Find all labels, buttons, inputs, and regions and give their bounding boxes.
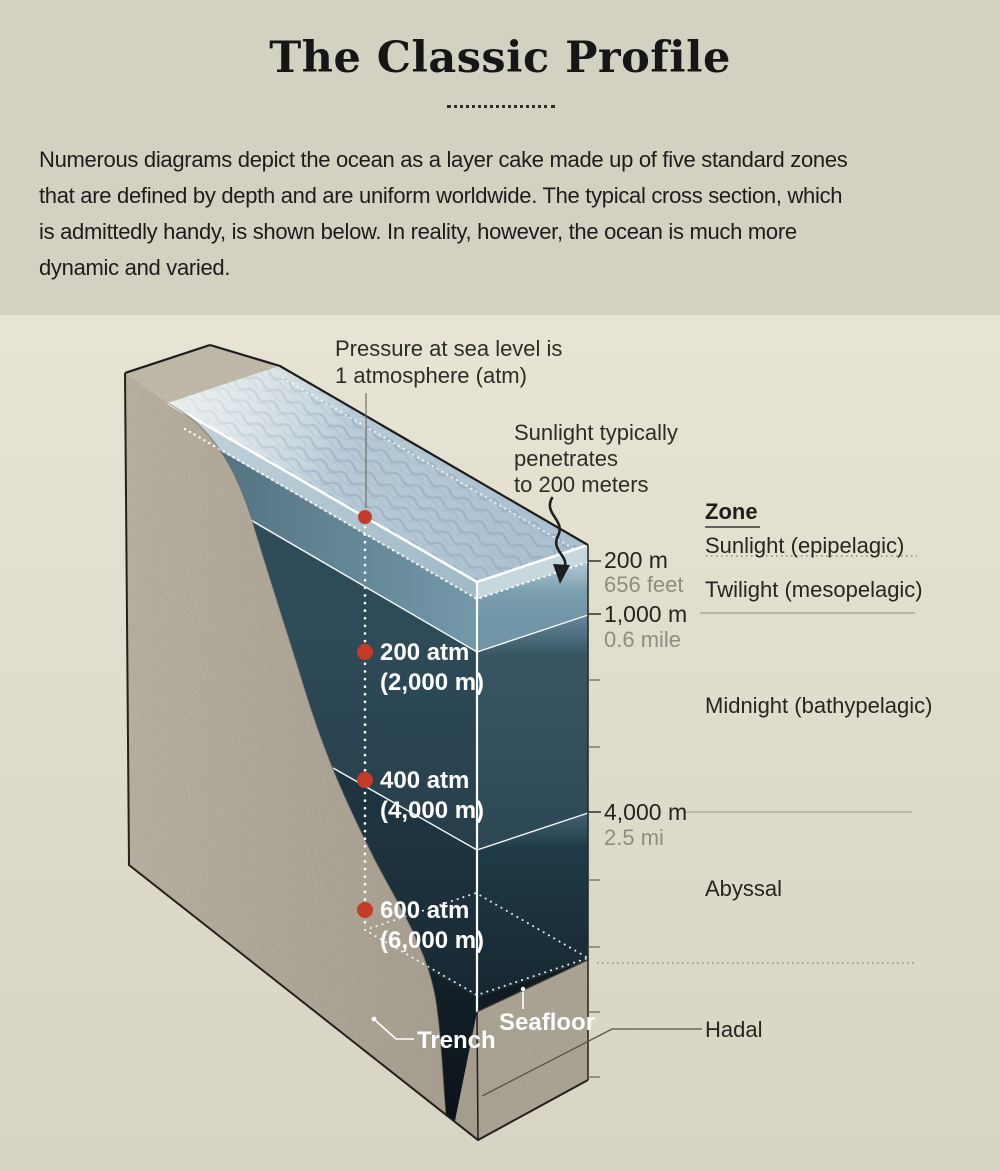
seafloor-label: Seafloor <box>499 1009 595 1036</box>
shore-glare <box>168 366 588 582</box>
depth-scale-labels: 200 m 656 feet 1,000 m 0.6 mile 4,000 m … <box>604 547 687 850</box>
intro-line: that are defined by depth and are unifor… <box>39 183 843 208</box>
trench-leader <box>375 1020 414 1040</box>
depth-imperial: 2.5 mi <box>604 825 664 850</box>
pressure-label-depth: (2,000 m) <box>380 669 484 696</box>
wavy-arrow <box>548 496 567 572</box>
zone-column: Zone Sunlight (epipelagic) Twilight (mes… <box>705 499 932 1042</box>
page-title: The Classic Profile <box>269 33 731 83</box>
sea-level-marker-dot <box>358 510 372 524</box>
depth-metric: 200 m <box>604 547 668 573</box>
sunlight-note-line3: to 200 meters <box>514 472 649 497</box>
pressure-dot-600atm <box>357 902 373 918</box>
pressure-label-atm: 200 atm <box>380 639 469 666</box>
depth-imperial: 656 feet <box>604 572 684 597</box>
trench-label: Trench <box>417 1027 496 1054</box>
land-top-face <box>125 345 280 403</box>
zone-label-twilight: Twilight (mesopelagic) <box>705 577 923 602</box>
land-top-edge <box>124 343 211 375</box>
pressure-label-atm: 400 atm <box>380 767 469 794</box>
zone-label-abyssal: Abyssal <box>705 876 782 901</box>
sunlight-note-line1: Sunlight typically <box>514 420 678 445</box>
zone-label-hadal: Hadal <box>705 1017 762 1042</box>
intro-line: dynamic and varied. <box>39 255 231 280</box>
zone-label-midnight: Midnight (bathypelagic) <box>705 693 932 718</box>
header-section: The Classic Profile Numerous diagrams de… <box>0 0 1000 315</box>
zone-column-header: Zone <box>705 499 758 524</box>
block-outlines <box>124 343 589 1142</box>
depth-ruler-ticks <box>588 560 601 1078</box>
pressure-dot-200atm <box>357 644 373 660</box>
depth-metric: 1,000 m <box>604 601 687 627</box>
step-highlight-4000m <box>477 813 588 880</box>
depth-metric: 4,000 m <box>604 799 687 825</box>
depth-imperial: 0.6 mile <box>604 627 681 652</box>
back-edge <box>209 343 589 546</box>
zone-label-sunlight: Sunlight (epipelagic) <box>705 533 904 558</box>
hadal-leader <box>481 1028 702 1097</box>
wavy-arrow-head <box>553 564 570 584</box>
step-highlight-1000m <box>477 615 588 689</box>
slope-edge-line <box>167 402 447 1116</box>
seafloor-trench-labels: Seafloor Trench <box>371 986 595 1054</box>
intro-line: is admittedly handy, is shown below. In … <box>39 219 797 244</box>
zone-separators <box>481 526 917 1097</box>
seafloor-leader-dot <box>520 986 526 992</box>
intro-line: Numerous diagrams depict the ocean as a … <box>39 147 848 172</box>
left-bottom-edges <box>124 372 589 1142</box>
ocean-cross-section-diagram: Pressure at sea level is 1 atmosphere (a… <box>0 315 1000 1171</box>
intro-paragraph: Numerous diagrams depict the ocean as a … <box>39 142 969 286</box>
zone-boundary-lines <box>167 377 590 1012</box>
zone-band-sunlight <box>477 545 588 599</box>
plane-6000m-dotted <box>364 891 589 997</box>
pressure-label-atm: 600 atm <box>380 897 469 924</box>
pressure-dot-400atm <box>357 772 373 788</box>
line-200m-dotted <box>183 427 590 601</box>
trench-wall-sliver <box>455 1012 478 1140</box>
tick-minor <box>588 679 600 1078</box>
dotted-divider <box>447 105 555 108</box>
pressure-annotation: Pressure at sea level is 1 atmosphere (a… <box>335 336 562 954</box>
pressure-label-depth: (6,000 m) <box>380 927 484 954</box>
sunlight-annotation: Sunlight typically penetrates to 200 met… <box>514 420 678 584</box>
pressure-note-line1: Pressure at sea level is <box>335 336 562 361</box>
trench-leader-dot <box>371 1016 377 1022</box>
sunlight-note-line2: penetrates <box>514 446 618 471</box>
pressure-note-line2: 1 atmosphere (atm) <box>335 363 527 388</box>
corner-edge-lower <box>476 1011 479 1141</box>
pressure-label-depth: (4,000 m) <box>380 797 484 824</box>
seafloor-top-edge <box>476 959 589 1013</box>
sea-surface <box>168 366 588 582</box>
